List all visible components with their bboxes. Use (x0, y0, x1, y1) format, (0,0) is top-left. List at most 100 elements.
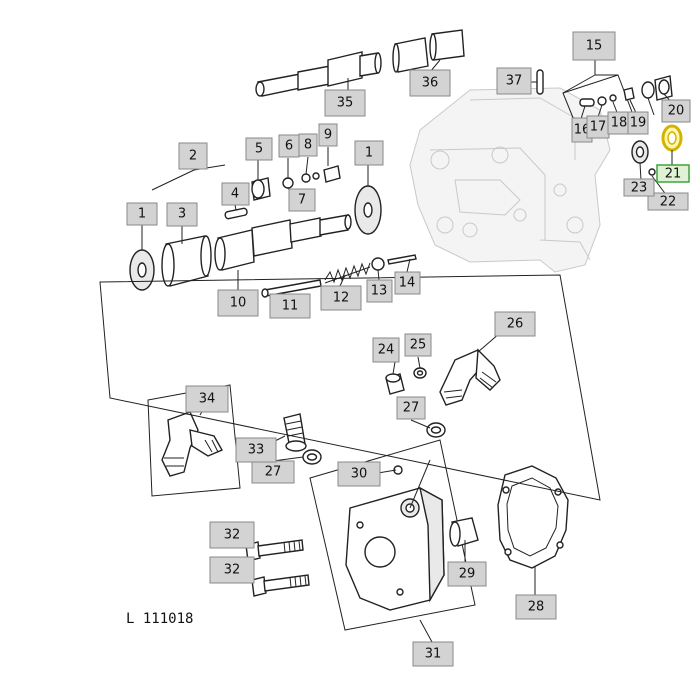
bushings-36 (392, 29, 465, 73)
svg-text:2: 2 (189, 149, 197, 164)
callout-30: 30 (337, 461, 381, 487)
elbow-fitting-26 (439, 348, 501, 406)
bushing-3 (161, 235, 212, 287)
svg-text:30: 30 (351, 467, 368, 482)
callout-4: 4 (221, 182, 250, 206)
pin-37 (536, 69, 544, 95)
svg-text:4: 4 (231, 187, 239, 202)
gasket-28 (497, 465, 569, 569)
callout-33: 33 (235, 437, 277, 463)
callout-36: 36 (409, 69, 451, 97)
svg-text:21: 21 (665, 167, 682, 182)
callout-20: 20 (661, 99, 691, 123)
svg-text:27: 27 (265, 465, 282, 480)
elbow-fitting-34 (147, 384, 241, 497)
callout-31: 31 (412, 641, 454, 667)
svg-text:6: 6 (285, 139, 293, 154)
callout-35: 35 (324, 89, 366, 117)
callout-10: 10 (217, 289, 259, 317)
svg-text:20: 20 (668, 104, 685, 119)
svg-text:12: 12 (333, 291, 350, 306)
svg-text:15: 15 (586, 39, 603, 54)
svg-text:19: 19 (630, 116, 647, 131)
washer-25 (413, 367, 427, 379)
shaft-35 (255, 51, 382, 97)
seal-21 (661, 124, 683, 152)
callout-11: 11 (269, 293, 311, 319)
svg-text:25: 25 (410, 338, 427, 353)
svg-text:32: 32 (224, 528, 241, 543)
callout-2: 2 (178, 142, 208, 170)
svg-text:36: 36 (422, 76, 439, 91)
callout-21-highlighted: 21 (656, 164, 690, 183)
cover-31 (309, 439, 476, 631)
plug-24 (385, 373, 405, 395)
callout-19: 19 (627, 111, 649, 135)
callout-17: 17 (586, 115, 610, 139)
callout-18: 18 (607, 111, 631, 135)
callout-5: 5 (245, 137, 273, 161)
callout-22: 22 (647, 192, 689, 211)
callout-1a: 1 (126, 202, 158, 226)
spring-12 (324, 262, 371, 284)
callout-25: 25 (404, 333, 432, 357)
callout-32b: 32 (209, 556, 255, 584)
shaft-10 (214, 214, 352, 271)
svg-text:23: 23 (631, 181, 648, 196)
ball-13 (371, 257, 385, 271)
bolt-32-upper (245, 539, 304, 562)
bushing-29 (449, 517, 479, 547)
svg-text:37: 37 (506, 74, 523, 89)
svg-text:10: 10 (230, 296, 247, 311)
callout-34: 34 (185, 385, 229, 413)
callout-24: 24 (372, 337, 400, 363)
svg-text:13: 13 (371, 284, 388, 299)
callout-1b: 1 (354, 140, 384, 166)
callout-37: 37 (496, 67, 532, 95)
svg-text:1: 1 (138, 207, 146, 222)
svg-text:28: 28 (528, 600, 545, 615)
svg-text:31: 31 (425, 647, 442, 662)
callout-14: 14 (394, 271, 421, 295)
svg-text:3: 3 (178, 207, 186, 222)
callout-8: 8 (298, 133, 318, 157)
callout-32a: 32 (209, 521, 255, 549)
reference-code: L 111018 (126, 611, 193, 627)
svg-text:16: 16 (574, 123, 591, 138)
svg-text:24: 24 (378, 343, 395, 358)
callout-12: 12 (320, 285, 362, 311)
svg-text:26: 26 (507, 317, 524, 332)
pin-14 (387, 254, 417, 265)
callout-28: 28 (515, 594, 557, 620)
svg-text:5: 5 (255, 142, 263, 157)
callout-6: 6 (278, 134, 300, 158)
seal-22-23 (631, 140, 656, 176)
washer-1-left (129, 249, 155, 291)
fitting-33 (283, 413, 307, 452)
svg-text:18: 18 (611, 116, 628, 131)
svg-text:1: 1 (365, 146, 373, 161)
callout-23: 23 (623, 178, 655, 197)
callout-13: 13 (366, 279, 393, 303)
callout-3: 3 (166, 202, 198, 227)
svg-text:11: 11 (282, 299, 299, 314)
svg-text:8: 8 (304, 138, 312, 153)
oring-27-upper (426, 422, 446, 438)
svg-text:22: 22 (660, 195, 677, 210)
svg-text:35: 35 (337, 96, 354, 111)
svg-text:9: 9 (324, 128, 332, 143)
svg-text:14: 14 (399, 276, 416, 291)
callout-29: 29 (447, 561, 487, 587)
svg-text:17: 17 (590, 120, 607, 135)
svg-text:7: 7 (298, 193, 306, 208)
pump-housing-background (409, 87, 611, 273)
svg-text:34: 34 (199, 392, 216, 407)
callout-27b: 27 (251, 460, 295, 484)
callout-27a: 27 (396, 396, 426, 420)
svg-text:33: 33 (248, 443, 265, 458)
svg-text:32: 32 (224, 563, 241, 578)
callout-15: 15 (572, 31, 616, 61)
washer-1-right (354, 185, 382, 235)
svg-text:27: 27 (403, 401, 420, 416)
